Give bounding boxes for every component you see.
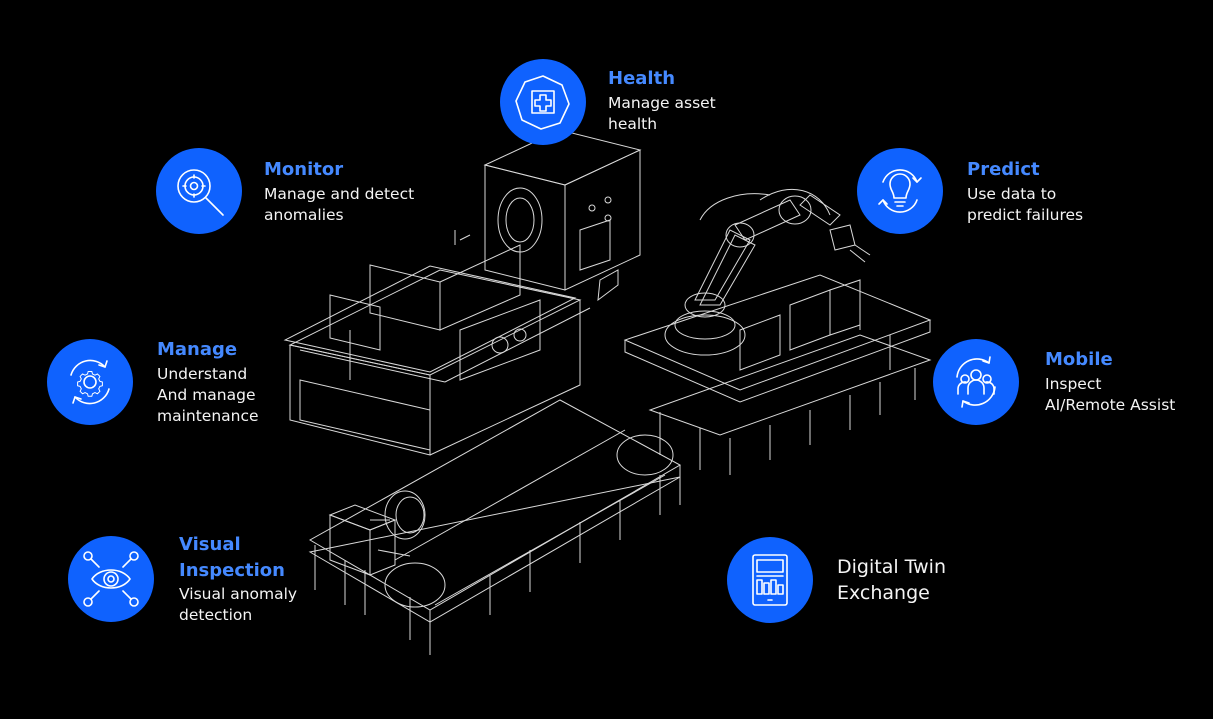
conveyor-belt-drawing <box>308 399 682 655</box>
digital-twin-icon-circle <box>727 537 813 623</box>
health-icon-circle <box>500 59 586 145</box>
digital-twin-label: Digital Twin Exchange <box>837 556 946 604</box>
predict-title: Predict <box>967 159 1040 180</box>
gear-cycle-icon <box>70 359 110 405</box>
lightbulb-icon <box>878 169 922 213</box>
mobile-title: Mobile <box>1045 349 1113 370</box>
predict-icon-circle <box>857 148 943 234</box>
robotic-arm-drawing <box>623 188 932 475</box>
visual-inspection-description: Visual anomaly detection <box>179 585 298 624</box>
mobile-icon-circle <box>933 339 1019 425</box>
manage-icon-circle <box>47 339 133 425</box>
manage-title: Manage <box>157 339 238 360</box>
people-icon <box>956 356 996 408</box>
tablet-dashboard-icon <box>752 554 788 606</box>
health-description: Manage asset health <box>608 94 716 133</box>
monitor-title: Monitor <box>264 159 344 180</box>
mobile-description: Inspect AI/Remote Assist <box>1045 375 1176 414</box>
gear-magnifier-icon <box>177 169 224 216</box>
visual-inspection-icon-circle <box>68 536 154 622</box>
visual-inspection-title: Visual Inspection <box>179 534 285 581</box>
monitor-description: Manage and detect anomalies <box>264 185 415 224</box>
manage-description: Understand And manage maintenance <box>157 365 259 425</box>
health-plus-icon <box>515 75 570 130</box>
health-title: Health <box>608 68 676 89</box>
eye-network-icon <box>83 551 139 607</box>
predict-description: Use data to predict failures <box>967 185 1084 224</box>
monitor-icon-circle <box>156 148 242 234</box>
